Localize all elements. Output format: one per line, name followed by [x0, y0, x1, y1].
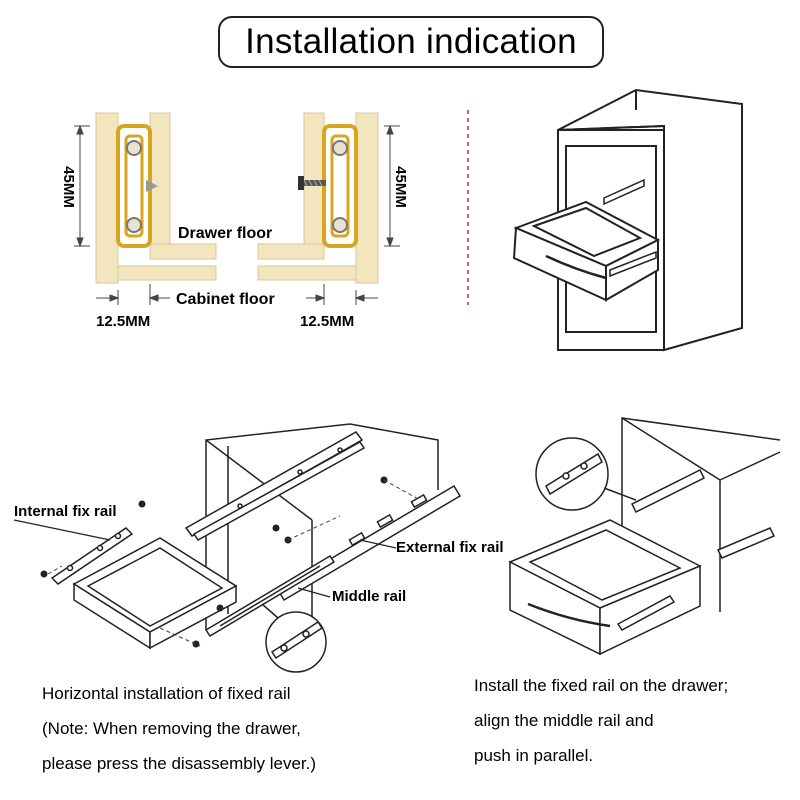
caption-right-line: Install the fixed rail on the drawer;	[474, 676, 729, 695]
upper-rail-icon	[184, 431, 366, 541]
middle-rail-icon	[204, 554, 336, 638]
gap-dimension-lines	[96, 284, 378, 305]
cabinet-illustration	[512, 88, 743, 352]
internal-rail-icon	[50, 527, 134, 585]
screw-icon	[298, 176, 326, 190]
caption-right-line: align the middle rail and	[474, 711, 654, 730]
left-drawer-floor	[149, 243, 217, 260]
external-rail-icon	[276, 484, 462, 602]
cabinet-floor-label: Cabinet floor	[176, 291, 275, 308]
dashed-guides	[47, 479, 421, 647]
caption-left-line: Horizontal installation of fixed rail	[42, 684, 291, 703]
left-cabinet-wall	[95, 112, 119, 284]
title-box: Installation indication	[218, 16, 604, 68]
internal-rail-label: Internal fix rail	[14, 503, 117, 520]
right-height-dimension	[384, 124, 400, 248]
caption-left-line: (Note: When removing the drawer,	[42, 719, 301, 738]
callout-leaders	[13, 519, 397, 598]
external-rail-label: External fix rail	[396, 539, 504, 556]
page-title: Installation indication	[245, 22, 577, 61]
left-height-dimension	[74, 124, 90, 248]
installed-zoom-detail	[535, 437, 637, 511]
left-rail-icon	[116, 124, 158, 248]
caption-left-line: please press the disassembly lever.)	[42, 754, 317, 773]
cabinet-rail-icon	[603, 178, 657, 278]
caption-right-line: push in parallel.	[474, 746, 594, 765]
right-gap-label: 12.5MM	[300, 313, 354, 330]
right-cabinet-wall	[355, 112, 379, 284]
caption-left: Horizontal installation of fixed rail (N…	[42, 676, 316, 781]
left-height-label: 45MM	[60, 166, 77, 208]
left-gap-label: 12.5MM	[96, 313, 150, 330]
right-height-label: 45MM	[392, 166, 409, 208]
right-drawer-floor	[257, 243, 325, 260]
middle-rail-label: Middle rail	[332, 588, 407, 605]
assembly-illustration	[72, 423, 439, 660]
caption-right: Install the fixed rail on the drawer; al…	[474, 668, 728, 773]
right-cabinet-floor	[257, 265, 357, 281]
right-rail-icon	[322, 124, 358, 248]
drawer-floor-label: Drawer floor	[178, 225, 272, 242]
zoom-detail-icon	[261, 603, 327, 673]
installed-rail-icon	[616, 468, 776, 631]
left-cabinet-floor	[117, 265, 217, 281]
